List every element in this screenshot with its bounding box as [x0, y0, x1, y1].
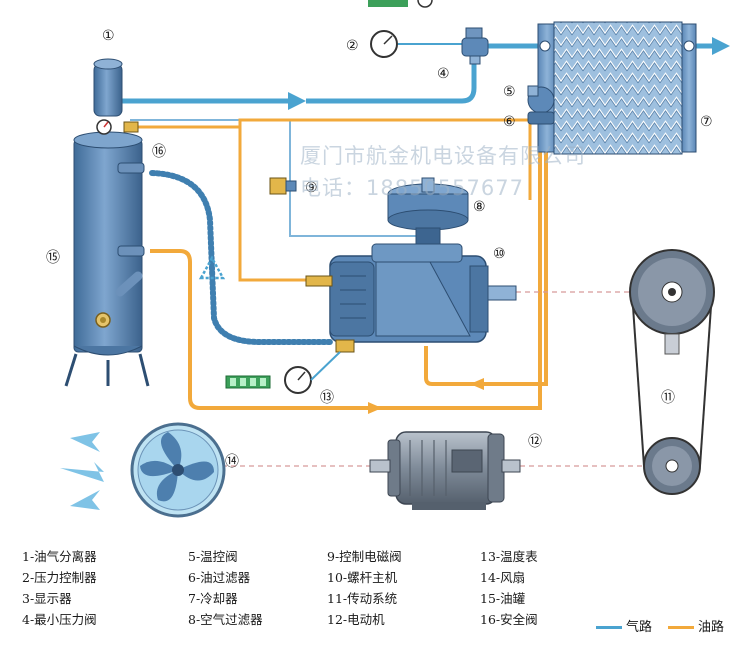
oil-flow-arrow-1 [368, 402, 382, 414]
legend-item: 13-温度表 [480, 549, 538, 564]
oil-filter [527, 111, 555, 125]
legend-key-oil: 油路 [668, 616, 724, 635]
callout-numbers: ① ② ④ ⑤ ⑥ ⑦ ⑧ ⑨ ⑩ ⑪ ⑫ ⑬ ⑭ ⑮ ⑯ [46, 28, 713, 470]
legend-column-3: 9-控制电磁阀 10-螺杆主机 11-传动系统 12-电动机 [327, 546, 402, 630]
air-path-swatch [596, 626, 622, 629]
air-line-to-valve [306, 62, 477, 104]
legend-item: 12-电动机 [327, 612, 385, 627]
airflow-arrows [60, 432, 104, 510]
oil-flow-arrow-2 [470, 378, 484, 390]
pressure-controller-gauge [370, 30, 398, 58]
safety-valve [123, 121, 139, 133]
cooling-fan [130, 422, 226, 518]
callout-10: ⑩ [493, 246, 506, 262]
legend-item: 14-风扇 [480, 570, 526, 585]
component-legend: 1-油气分离器 2-压力控制器 3-显示器 4-最小压力阀 5-温控阀 6-油过… [22, 546, 742, 642]
legend-column-2: 5-温控阀 6-油过滤器 7-冷却器 8-空气过滤器 [188, 546, 263, 630]
callout-1: ① [102, 28, 115, 44]
callout-15: ⑮ [46, 250, 60, 266]
legend-item: 6-油过滤器 [188, 570, 251, 585]
callout-9: ⑨ [305, 180, 318, 196]
oil-line-return [424, 120, 548, 386]
callout-16: ⑯ [152, 144, 166, 160]
callout-14: ⑭ [225, 454, 239, 470]
oil-gas-separator [64, 58, 150, 387]
legend-item: 1-油气分离器 [22, 549, 97, 564]
drive-system [629, 249, 715, 495]
air-flow-arrow-out [712, 37, 730, 55]
control-solenoid-valve [269, 177, 297, 195]
callout-5: ⑤ [503, 84, 516, 100]
legend-key-air: 气路 [596, 616, 652, 635]
electric-motor [369, 431, 521, 510]
legend-item: 15-油罐 [480, 591, 526, 606]
thermostatic-valve [527, 85, 555, 114]
temperature-gauge [225, 351, 341, 394]
legend-item: 7-冷却器 [188, 591, 238, 606]
legend-item: 4-最小压力阀 [22, 612, 97, 627]
legend-item: 3-显示器 [22, 591, 72, 606]
air-filter [387, 177, 469, 255]
legend-item: 10-螺杆主机 [327, 570, 398, 585]
callout-8: ⑧ [473, 199, 486, 215]
legend-item: 8-空气过滤器 [188, 612, 263, 627]
control-air-line [130, 119, 428, 237]
watermark-company: 厦门市航金机电设备有限公司 [300, 144, 586, 168]
callout-13: ⑬ [320, 390, 334, 406]
minimum-pressure-valve [461, 27, 489, 65]
callout-4: ④ [437, 66, 450, 82]
legend-item: 16-安全阀 [480, 612, 538, 627]
air-flow-arrow-1 [288, 92, 306, 110]
cooler [537, 21, 697, 155]
air-path-label: 气路 [626, 620, 653, 635]
legend-column-4: 13-温度表 14-风扇 15-油罐 16-安全阀 [480, 546, 538, 630]
callout-12: ⑫ [528, 434, 542, 450]
display-gauge [96, 119, 112, 135]
legend-item: 9-控制电磁阀 [327, 549, 402, 564]
air-intake-arrow [198, 255, 226, 280]
legend-item: 5-温控阀 [188, 549, 238, 564]
oil-path-label: 油路 [698, 620, 725, 635]
callout-2: ② [346, 38, 359, 54]
legend-item: 2-压力控制器 [22, 570, 97, 585]
callout-7: ⑦ [700, 114, 713, 130]
oil-path-swatch [668, 626, 694, 629]
partial-indicator-top [368, 0, 433, 8]
oil-line-lower [150, 120, 542, 410]
legend-item: 11-传动系统 [327, 591, 398, 606]
oil-line-upper [132, 125, 318, 282]
callout-11: ⑪ [661, 390, 675, 406]
air-intake-dotted-line [149, 170, 335, 345]
legend-column-1: 1-油气分离器 2-压力控制器 3-显示器 4-最小压力阀 [22, 546, 97, 630]
callout-6: ⑥ [503, 114, 516, 130]
watermark-phone: 电话：18850557677 [300, 176, 524, 200]
screw-air-end [305, 243, 517, 353]
